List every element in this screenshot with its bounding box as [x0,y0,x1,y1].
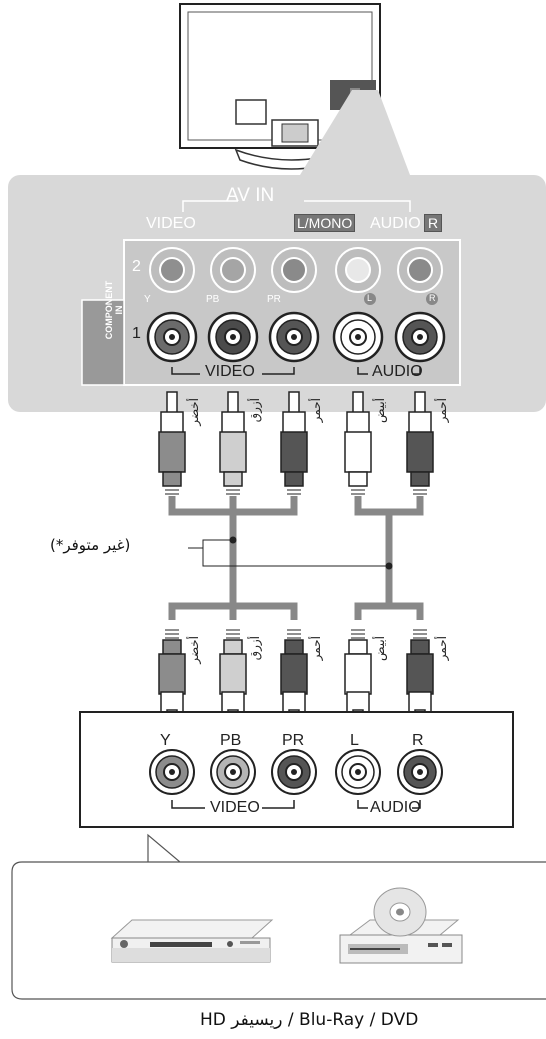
jack-r-label: R [429,293,436,303]
device-l-label: L [350,732,359,749]
bluray-player-icon [339,887,463,964]
jack-l-label: L [367,293,373,303]
jack-pr-label: PR [267,294,281,305]
panel-audio-bottom-label: AUDIO [372,363,423,380]
audio-r-label: R [424,214,443,232]
cable-white-label-top: أبيض [373,398,387,423]
device-audio-label: AUDIO [370,799,421,816]
dvd-player-icon [110,919,274,963]
component-in-label: COMPONENT IN [104,280,124,340]
cable-blue-label-bottom: أزرق [248,636,262,661]
row2-jacks [149,247,443,293]
jack-y-label: Y [144,294,151,305]
device-caption: HD ريسيفر / Blu-Ray / DVD [200,1010,419,1030]
component-label-line2: IN [114,305,124,315]
av-audio-label: AUDIO [370,215,421,232]
cable-green-label-bottom: أخضر [187,636,201,664]
device-pb-label: PB [220,732,242,749]
cable-red-label-bottom: أحمر [309,636,323,661]
cable-red-audio-label-bottom: أحمر [435,636,449,661]
cable-white-label-bottom: أبيض [373,636,387,661]
device-jacks [149,749,443,795]
device-video-label: VIDEO [210,799,260,816]
row-1-label: 1 [132,325,141,342]
av-video-label: VIDEO [146,215,196,232]
av-in-label: AV IN [226,185,275,206]
row1-component-jacks [146,311,446,363]
cable-red-audio-label-top: أحمر [435,398,449,423]
cable-green-label-top: أخضر [187,398,201,426]
tv-side-plugs [158,391,434,495]
panel-video-bottom-label: VIDEO [205,363,255,380]
cables [168,496,424,620]
not-available-note: (*غير متوفر) [50,536,131,554]
cable-blue-label-top: أزرق [248,398,262,423]
component-label-line1: COMPONENT [104,280,114,340]
l-mono-label: L/MONO [294,214,356,232]
device-pr-label: PR [282,732,305,749]
device-y-label: Y [160,732,171,749]
device-r-label: R [412,732,424,749]
jack-pb-label: PB [206,294,220,305]
row-2-label: 2 [132,258,141,275]
cable-red-label-top: أحمر [309,398,323,423]
